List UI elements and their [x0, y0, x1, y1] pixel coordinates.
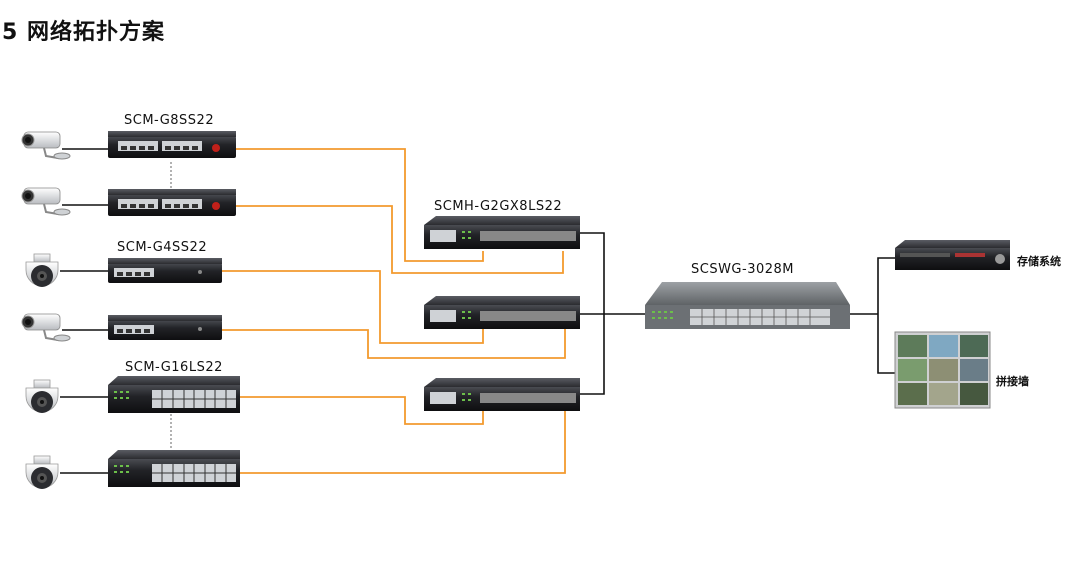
bullet-camera-icon	[21, 313, 71, 342]
dome-camera-icon	[25, 379, 59, 414]
video-wall-icon	[894, 331, 991, 409]
fiber-link-3	[222, 270, 484, 344]
switch-scm-g8ss22-icon	[108, 131, 236, 158]
switch-scm-g16ls22-icon	[108, 450, 240, 487]
fiber-link-5	[240, 396, 484, 425]
page-title: 5 网络拓扑方案	[2, 20, 165, 45]
dome-camera-icon	[25, 455, 59, 490]
nvr-storage-icon	[895, 240, 1010, 270]
core-switch-scswg-3028m-icon	[645, 282, 850, 329]
label-scmh-g2gx8ls22: SCMH-G2GX8LS22	[434, 199, 563, 214]
dome-camera-icon	[25, 253, 59, 288]
bullet-camera-icon	[21, 187, 71, 216]
fiber-link-1	[236, 148, 484, 262]
switch-scmh-g2gx8ls22-icon	[424, 296, 580, 329]
switch-scm-g4ss22-icon	[108, 258, 222, 283]
fiber-link-2	[236, 205, 564, 274]
fiber-links	[222, 148, 566, 474]
label-storage: 存储系统	[1017, 255, 1061, 268]
fiber-link-4	[222, 329, 566, 359]
fiber-link-6	[240, 411, 566, 474]
switch-scm-g4ss22-icon	[108, 315, 222, 340]
switch-scmh-g2gx8ls22-icon	[424, 216, 580, 249]
label-scm-g4ss22: SCM-G4SS22	[117, 240, 208, 255]
copper-links	[60, 148, 895, 474]
switch-scm-g16ls22-icon	[108, 376, 240, 413]
label-scm-g16ls22: SCM-G16LS22	[125, 360, 223, 375]
label-scswg-3028m: SCSWG-3028M	[691, 262, 794, 277]
switch-scm-g8ss22-icon	[108, 189, 236, 216]
switch-scmh-g2gx8ls22-icon	[424, 378, 580, 411]
label-scm-g8ss22: SCM-G8SS22	[124, 113, 215, 128]
label-video-wall: 拼接墙	[996, 375, 1029, 388]
bullet-camera-icon	[21, 131, 71, 160]
